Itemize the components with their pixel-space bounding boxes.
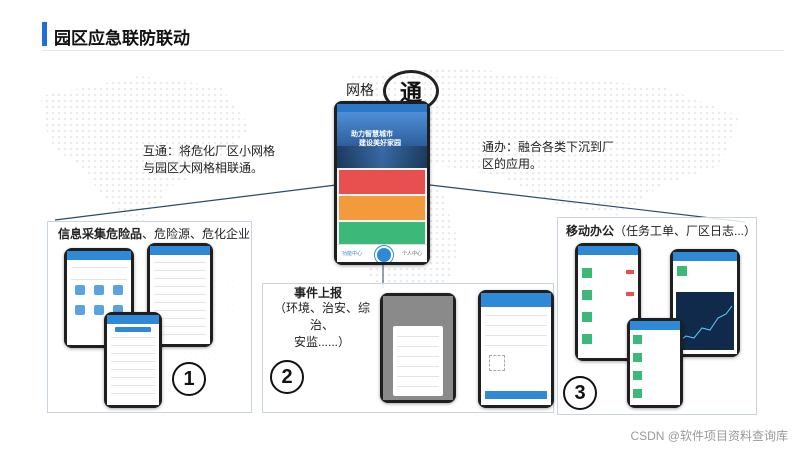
grid-icon <box>113 305 123 315</box>
panel1-title-bold: 信息采集危险品 <box>58 227 143 241</box>
header-accent-bar <box>42 22 47 46</box>
panel2-subtitle-line1: （环境、治安、综治、 <box>273 301 370 332</box>
tile-green[interactable] <box>339 222 425 244</box>
banner-text: 助力智慧城市 建设美好家园 <box>351 130 401 148</box>
center-phone-screen: 助力智慧城市 建设美好家园 功能中心 个人中心 <box>337 104 427 262</box>
dashboard-chart <box>676 292 734 350</box>
banner-line1: 助力智慧城市 <box>351 131 393 138</box>
grid-icon <box>75 285 85 295</box>
right-note-line1: 通办：融合各类下沉到厂 <box>482 140 615 154</box>
page-title: 园区应急联防联动 <box>54 29 190 48</box>
left-note-line2: 与园区大网格相联通。 <box>143 161 264 175</box>
panel3-title-rest: （任务工单、厂区日志...） <box>614 224 757 238</box>
nav-function-center[interactable]: 功能中心 <box>342 251 363 257</box>
city-skyline <box>337 146 427 168</box>
grid-icon <box>75 305 85 315</box>
grid-icon <box>94 305 104 315</box>
wangge-label: 网格 <box>346 82 374 98</box>
panel2-phone-b <box>478 290 554 408</box>
tile-red[interactable] <box>339 170 425 194</box>
tile-orange[interactable] <box>339 196 425 220</box>
panel2-subtitle-line2: 安监......） <box>293 335 350 349</box>
panel2-phone-a <box>380 293 456 403</box>
panel3-phone-c <box>627 318 683 408</box>
nav-personal-center[interactable]: 个人中心 <box>401 251 422 257</box>
home-icon[interactable] <box>375 246 393 262</box>
grid-icon <box>94 285 104 295</box>
panel3-title-bold: 移动办公 <box>566 224 615 238</box>
event-type-popup <box>393 326 443 396</box>
header-divider <box>42 50 784 51</box>
status-bar <box>337 104 427 112</box>
right-note: 通办：融合各类下沉到厂 区的应用。 <box>482 139 614 173</box>
tong-char: 通 <box>399 80 422 105</box>
panel1-number: 1 <box>172 362 206 396</box>
panel2-title: 事件上报 <box>294 286 343 300</box>
panel3-title: 移动办公（任务工单、厂区日志...） <box>566 223 756 240</box>
bottom-nav: 功能中心 个人中心 <box>337 244 427 262</box>
panel1-phone-c <box>104 312 162 408</box>
panel3-number: 3 <box>563 376 597 410</box>
center-phone: 助力智慧城市 建设美好家园 功能中心 个人中心 <box>334 101 430 265</box>
grid-icon <box>113 285 123 295</box>
trend-sparkline <box>677 305 733 343</box>
left-note-line1: 互通：将危化厂区小网格 <box>143 144 276 158</box>
left-note: 互通：将危化厂区小网格 与园区大网格相联通。 <box>143 143 275 177</box>
watermark: CSDN @软件项目资料查询库 <box>630 429 788 443</box>
panel1-title-rest: 、危险源、危化企业 <box>142 227 251 241</box>
panel1-phone-b <box>147 243 213 347</box>
right-note-line2: 区的应用。 <box>482 157 543 171</box>
panel2-subtitle: （环境、治安、综治、 安监......） <box>266 300 378 351</box>
city-banner: 助力智慧城市 建设美好家园 <box>337 112 427 168</box>
panel1-title: 信息采集危险品、危险源、危化企业 <box>58 226 250 243</box>
banner-line2: 建设美好家园 <box>359 140 401 147</box>
panel2-number: 2 <box>270 360 304 394</box>
